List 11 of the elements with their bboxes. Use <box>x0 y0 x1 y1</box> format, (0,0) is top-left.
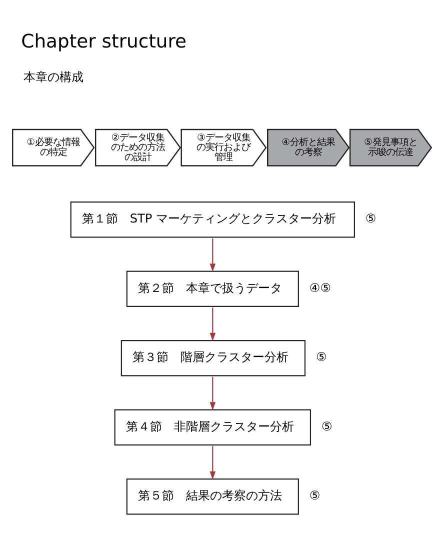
node-label: ⑤ <box>316 350 327 364</box>
arrow <box>210 307 216 341</box>
node-label: ⑤ <box>321 418 332 433</box>
diagram-title: Chapter structure <box>21 31 187 52</box>
node-label: ④⑤ <box>309 280 332 294</box>
node-label: ⑤ <box>309 488 320 502</box>
arrow <box>210 376 216 410</box>
node-label: ⑤ <box>365 211 376 226</box>
label: 本章の構成 <box>23 69 84 84</box>
arrow <box>210 238 216 272</box>
arrow <box>210 446 216 480</box>
